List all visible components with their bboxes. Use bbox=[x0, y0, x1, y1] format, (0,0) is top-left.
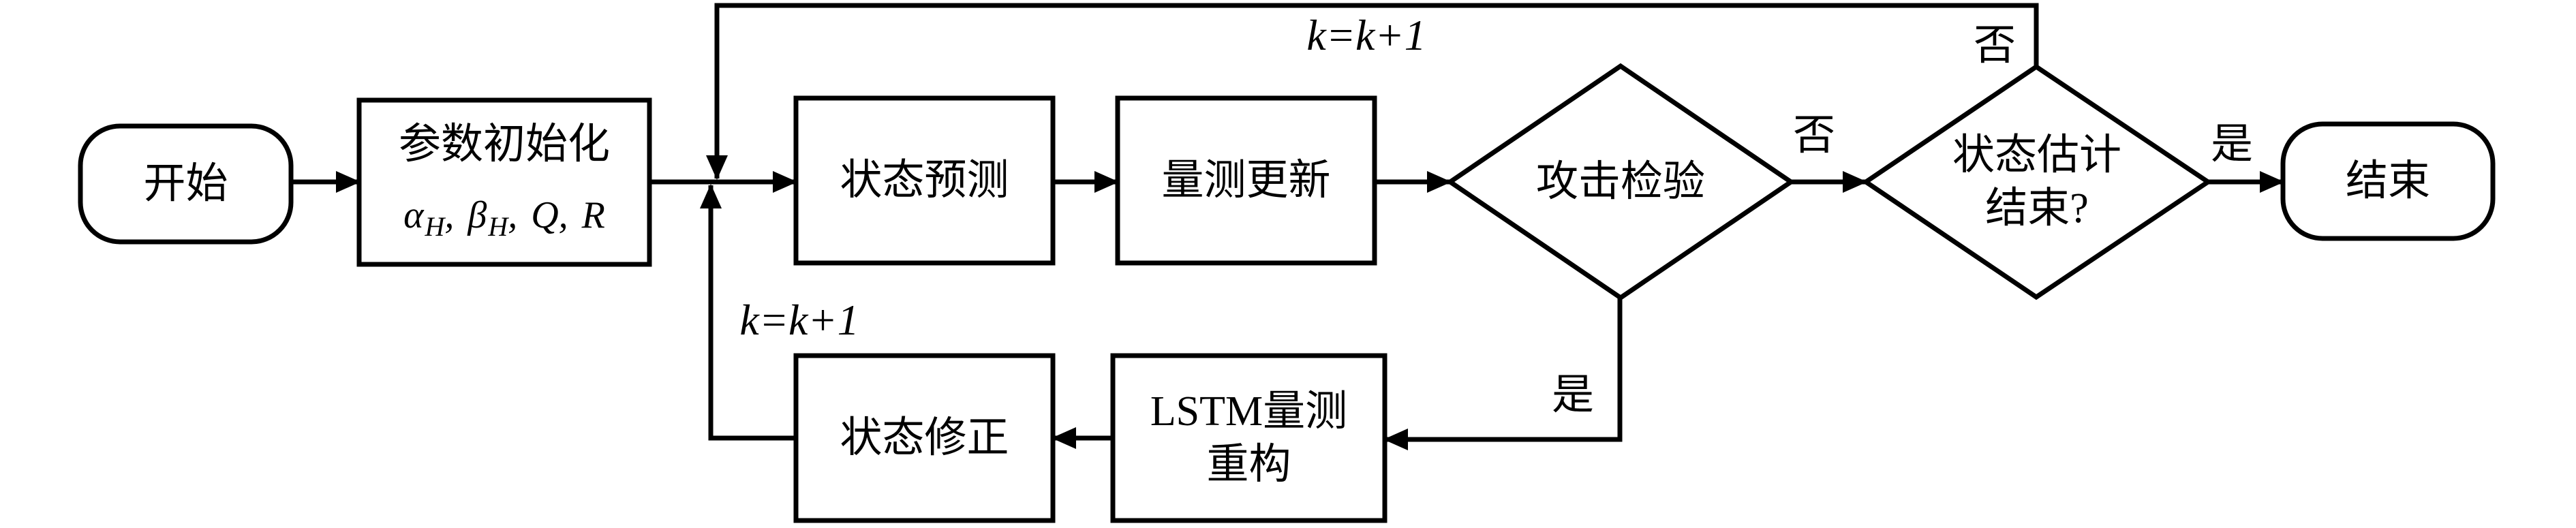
param-alpha-subscript: H bbox=[425, 211, 445, 242]
end-terminator-shape bbox=[2280, 121, 2496, 241]
param-alpha: α bbox=[403, 194, 424, 237]
estimation-done-line2: 结束? bbox=[1985, 185, 2089, 232]
predict-process-shape bbox=[793, 95, 1056, 266]
update-node-label: 量测更新 bbox=[1161, 157, 1331, 204]
init-process-shape bbox=[356, 97, 652, 267]
lstm-line2: 重构 bbox=[1206, 441, 1291, 488]
param-r: R bbox=[581, 194, 605, 237]
estimation-done-decision-shape bbox=[1861, 63, 2213, 300]
param-beta: β bbox=[467, 194, 487, 237]
state-correct-node-label: 状态修正 bbox=[840, 414, 1009, 461]
attack-check-decision-shape bbox=[1445, 63, 1796, 301]
predict-node-label: 状态预测 bbox=[840, 157, 1009, 204]
no-branch-done-label: 否 bbox=[1973, 22, 2016, 69]
yes-branch-attack-label: 是 bbox=[1551, 371, 1594, 418]
lstm-node-label: LSTM量测 重构 bbox=[1113, 356, 1385, 521]
start-terminator-shape bbox=[78, 123, 294, 245]
edge-correct-feedback-to-junction bbox=[700, 184, 796, 441]
estimation-done-node-label: 状态估计 结束? bbox=[1866, 109, 2208, 255]
param-q: Q bbox=[531, 194, 559, 237]
k-increment-top-label: k=k+1 bbox=[1306, 10, 1426, 59]
edge-done-no-feedback-top bbox=[706, 3, 2039, 180]
param-comma: , bbox=[508, 194, 518, 237]
update-process-shape bbox=[1115, 95, 1377, 266]
lstm-line1: LSTM量测 bbox=[1150, 388, 1348, 435]
param-comma: , bbox=[558, 194, 568, 237]
estimation-done-line1: 状态估计 bbox=[1952, 132, 2121, 178]
yes-branch-done-label: 是 bbox=[2210, 121, 2253, 168]
lstm-process-shape bbox=[1110, 353, 1387, 523]
start-node-label: 开始 bbox=[143, 160, 228, 207]
edge-attackcheck-yes-to-lstm bbox=[1383, 298, 1623, 450]
attack-check-node-label: 攻击检验 bbox=[1535, 158, 1705, 205]
param-beta-subscript: H bbox=[488, 211, 508, 242]
no-branch-attack-label: 否 bbox=[1792, 112, 1835, 159]
end-node-label: 结束 bbox=[2345, 157, 2430, 204]
init-node-title: 参数初始化 bbox=[398, 121, 610, 168]
state-correct-process-shape bbox=[793, 353, 1056, 523]
k-increment-left-label: k=k+1 bbox=[739, 295, 859, 344]
param-comma: , bbox=[444, 194, 455, 237]
